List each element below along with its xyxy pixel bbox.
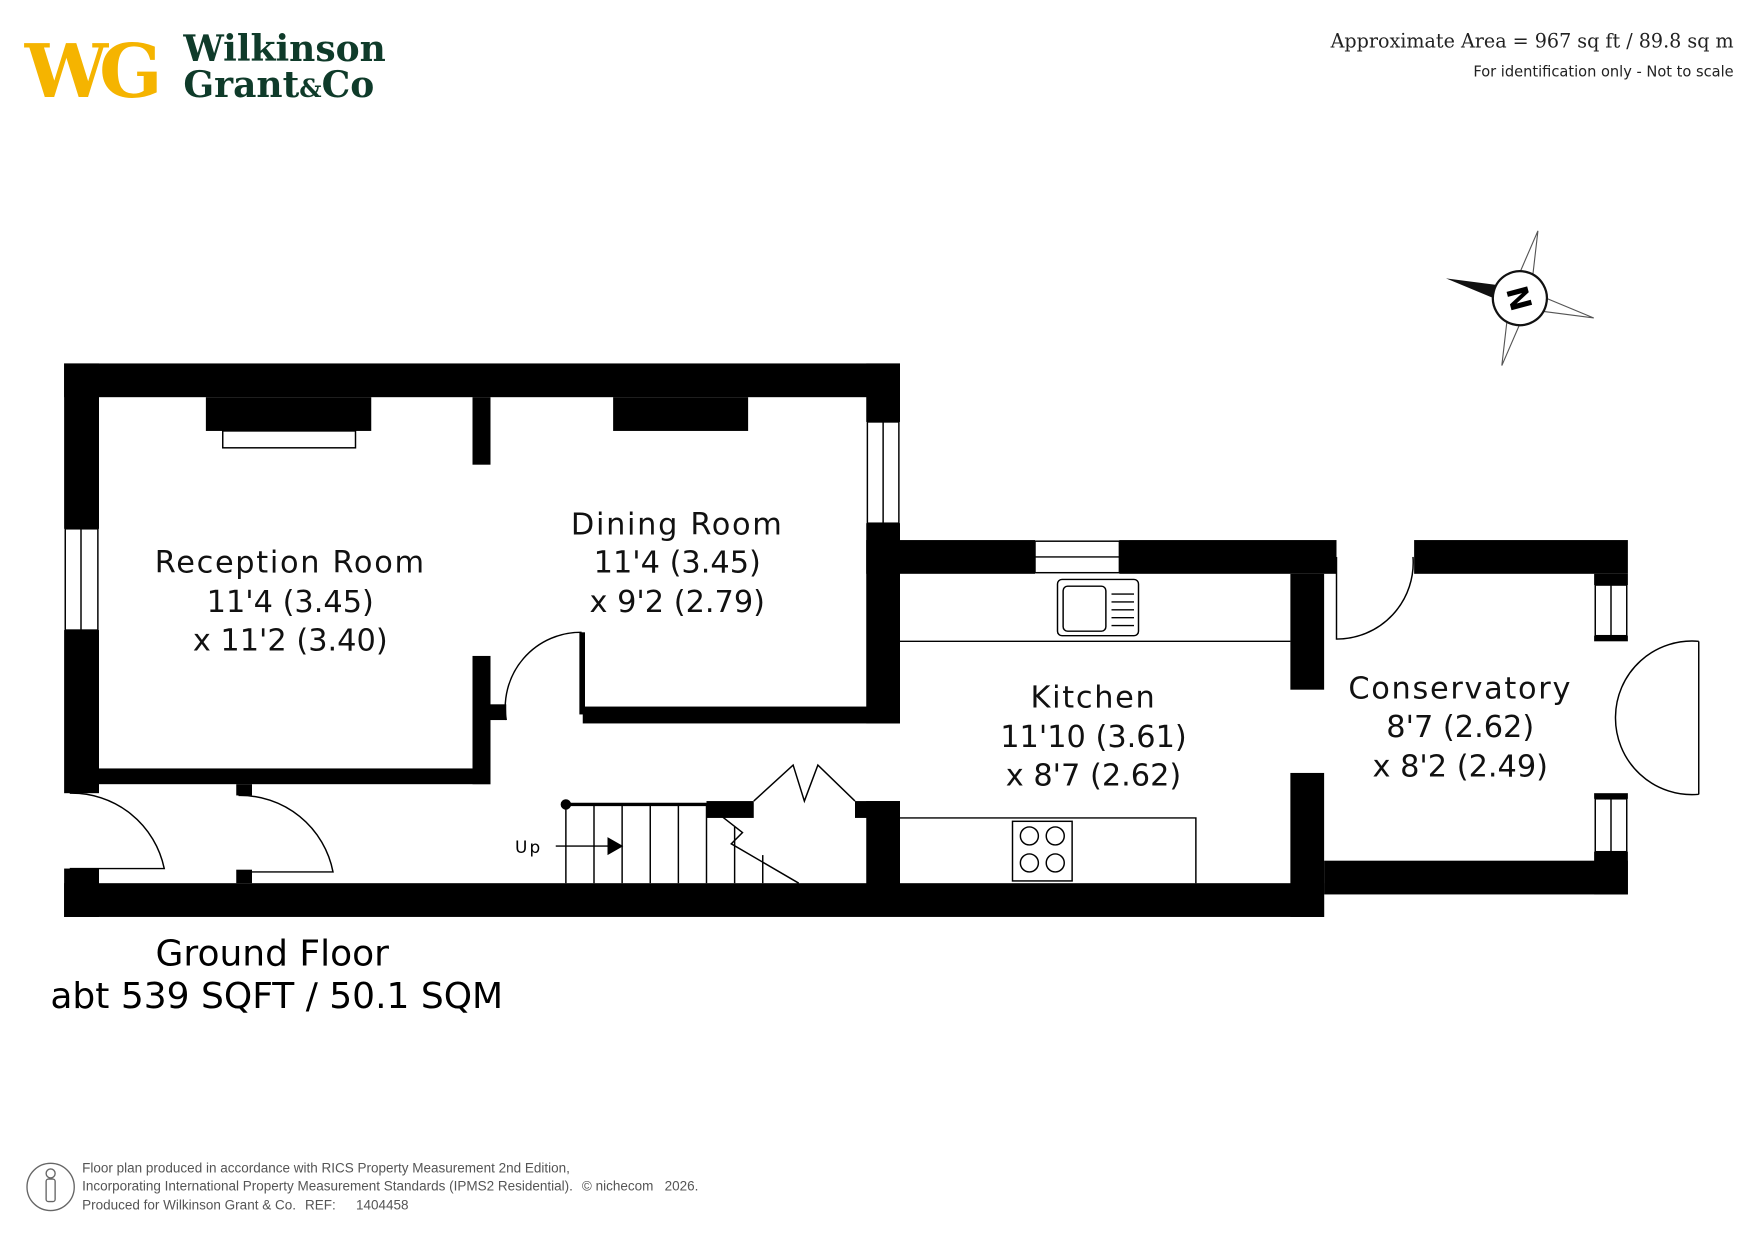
fixtures (64, 421, 1700, 884)
svg-text:x 8'7 (2.62): x 8'7 (2.62) (1006, 758, 1182, 793)
svg-text:11'10 (3.61): 11'10 (3.61) (1000, 720, 1187, 755)
stairs-arrow-icon (607, 837, 624, 856)
compass-icon (1445, 230, 1594, 366)
logo: WG Wilkinson Grant&Co (24, 27, 386, 115)
logo-name-line1: Wilkinson (182, 28, 385, 70)
room-dining: Dining Room 11'4 (3.45) x 9'2 (2.79) (571, 507, 784, 620)
room-conservatory: Conservatory 8'7 (2.62) x 8'2 (2.49) (1348, 672, 1572, 785)
person-icon (26, 1162, 75, 1212)
svg-text:x 8'2 (2.49): x 8'2 (2.49) (1372, 749, 1548, 784)
floor-area: abt 539 SQFT / 50.1 SQM (50, 976, 503, 1017)
svg-text:x 9'2 (2.79): x 9'2 (2.79) (589, 585, 765, 620)
svg-text:11'4 (3.45): 11'4 (3.45) (207, 585, 374, 620)
logo-name-line2: Grant (183, 64, 299, 106)
copyright: © nichecom (582, 1178, 653, 1193)
svg-text:Grant&Co: Grant&Co (183, 64, 374, 106)
svg-text:Conservatory: Conservatory (1348, 672, 1572, 707)
walls (64, 363, 1628, 917)
svg-text:8'7 (2.62): 8'7 (2.62) (1386, 710, 1534, 745)
floor-name: Ground Floor (156, 933, 390, 974)
ref-number: 1404458 (356, 1197, 409, 1212)
footer-line1: Floor plan produced in accordance with R… (82, 1160, 570, 1175)
footer-line3: Produced for Wilkinson Grant & Co. (82, 1197, 296, 1212)
approx-area: Approximate Area = 967 sq ft / 89.8 sq m (1330, 29, 1734, 52)
room-reception: Reception Room 11'4 (3.45) x 11'2 (3.40) (155, 546, 426, 659)
svg-text:Kitchen: Kitchen (1031, 681, 1157, 716)
svg-text:Produced for Wilkinson Grant &: Produced for Wilkinson Grant & Co.REF:14… (82, 1197, 408, 1212)
svg-text:Reception Room: Reception Room (155, 546, 426, 581)
svg-text:Incorporating International Pr: Incorporating International Property Mea… (82, 1178, 698, 1193)
room-kitchen: Kitchen 11'10 (3.61) x 8'7 (2.62) (1000, 681, 1187, 794)
svg-text:Dining Room: Dining Room (571, 507, 784, 542)
svg-text:11'4 (3.45): 11'4 (3.45) (594, 546, 761, 581)
footer-line2: Incorporating International Property Mea… (82, 1178, 573, 1193)
svg-text:x 11'2 (3.40): x 11'2 (3.40) (193, 623, 388, 658)
stairs-label: Up (515, 837, 543, 857)
logo-monogram: WG (24, 27, 157, 115)
scale-note: For identification only - Not to scale (1473, 64, 1733, 81)
